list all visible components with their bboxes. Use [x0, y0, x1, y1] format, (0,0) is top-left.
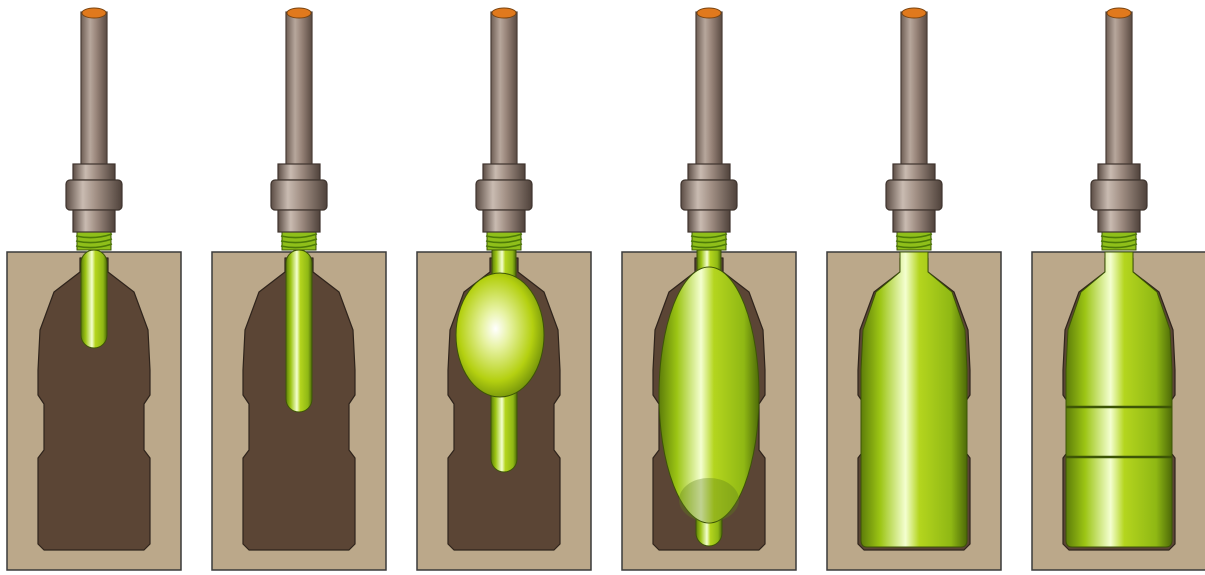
blow-nozzle [680, 163, 738, 233]
plastic-stretch-rod-extended [285, 249, 313, 413]
stretch-rod [900, 7, 928, 171]
neck-threads [485, 231, 523, 251]
stretch-rod [1105, 7, 1133, 171]
rod-tip [901, 7, 927, 19]
blow-nozzle [475, 163, 533, 233]
rod-tip [491, 7, 517, 19]
blow-nozzle [885, 163, 943, 233]
blow-nozzle [1090, 163, 1148, 233]
plastic-fully-blown-stepped [1065, 251, 1173, 548]
plastic-pre-blow-bubble [455, 249, 545, 473]
plastic-fully-blown-round [860, 251, 968, 548]
neck-threads [690, 231, 728, 251]
neck-threads [280, 231, 318, 251]
neck-threads [895, 231, 933, 251]
stretch-rod [285, 7, 313, 171]
stretch-rod [490, 7, 518, 171]
molding-stage-5 [826, 7, 1002, 571]
neck-threads [75, 231, 113, 251]
rod-tip [286, 7, 312, 19]
plastic-preform-inserted [80, 249, 108, 349]
molding-stage-3 [416, 7, 592, 571]
molding-stage-6 [1031, 7, 1205, 571]
blow-nozzle [65, 163, 123, 233]
molding-stage-1 [6, 7, 182, 571]
rod-tip [1106, 7, 1132, 19]
stretch-rod [80, 7, 108, 171]
neck-threads [1100, 231, 1138, 251]
rod-tip [696, 7, 722, 19]
mold-cavity [37, 257, 151, 551]
blow-nozzle [270, 163, 328, 233]
rod-tip [81, 7, 107, 19]
molding-stage-4 [621, 7, 797, 571]
stretch-rod [695, 7, 723, 171]
plastic-expanding [658, 249, 760, 547]
molding-stage-2 [211, 7, 387, 571]
